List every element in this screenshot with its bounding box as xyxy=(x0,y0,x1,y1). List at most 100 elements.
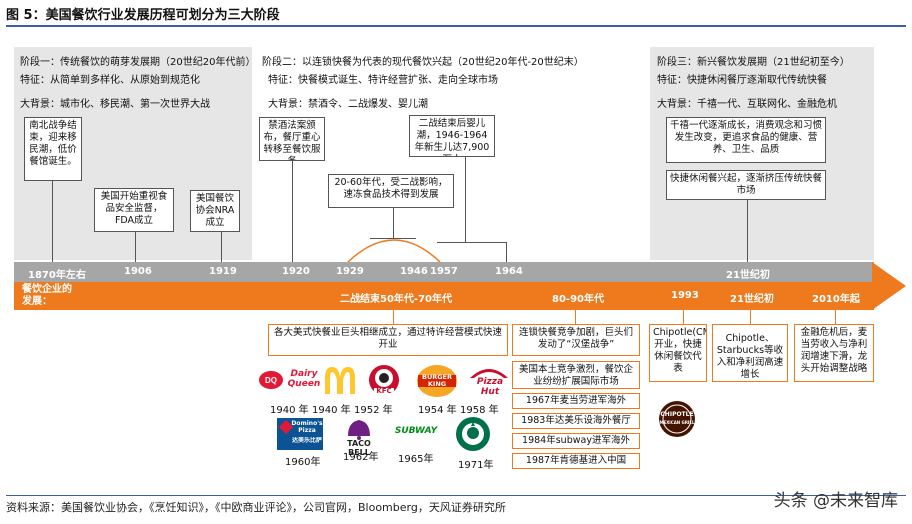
period-21c: 21世纪初 xyxy=(730,294,774,305)
event-international: 美国本土竞争激烈，餐饮企业纷纷扩展国际市场 xyxy=(512,361,640,389)
taco-bell-wordmark: TACO BELL xyxy=(347,439,371,457)
logo-year-dq: 1940 年 xyxy=(270,405,309,416)
event-chipotle-open: Chipotle(CMG)开业，快捷休闲餐饮代表 xyxy=(649,324,707,382)
logo-burger-king: BURGER KING xyxy=(416,364,458,398)
year-1957: 1957 xyxy=(430,266,458,277)
event-nra: 美国餐饮协会NRA成立 xyxy=(190,190,240,232)
event-growth: Chipotle、Starbucks等收入和净利润高速增长 xyxy=(712,324,788,382)
period-2010: 2010年起 xyxy=(812,294,860,305)
connector-21c xyxy=(747,198,748,262)
logo-year-bk: 1954 年 xyxy=(418,405,457,416)
event-frozen-food: 20-60年代，受二战影响，速冻食品技术得到发展 xyxy=(328,174,454,208)
burger-king-bun-icon xyxy=(417,365,457,397)
event-millennials: 千禧一代逐渐成长，消费观念和习惯发生改变，更追求食品的健康、营养、卫生、品质 xyxy=(666,117,826,163)
logo-year-tacobell: 1962年 xyxy=(343,452,379,463)
footer-rule xyxy=(6,495,906,496)
event-fastfood-giants: 各大美式快餐业巨头相继成立，通过特许经营模式快速开业 xyxy=(268,324,508,356)
chipotle-seal-icon xyxy=(659,401,695,437)
kfc-wordmark: KFC xyxy=(376,387,392,395)
logo-mcdonalds xyxy=(322,364,358,396)
kfc-colonel-icon xyxy=(369,365,399,396)
event-baby-boom: 二战结束后婴儿潮，1946-1964年新生儿达7,900万人 xyxy=(409,115,495,157)
event-crisis: 金融危机后，麦当劳收入与净利润增速下滑，龙头开始调整战略 xyxy=(794,324,874,382)
chipotle-subtitle: MEXICAN GRILL xyxy=(659,420,695,425)
svg-text:DQ: DQ xyxy=(265,376,277,385)
era1-feature: 特征：从简单到多样化、从原始到规范化 xyxy=(20,75,200,86)
event-fda: 美国开始重视食品安全监督，FDA成立 xyxy=(94,188,174,232)
burger-king-wordmark: BURGER KING xyxy=(421,374,453,388)
era1-background-text: 大背景：城市化、移民潮、第一次世界大战 xyxy=(20,99,210,110)
lower-band-label: 餐饮企业的发展： xyxy=(22,284,72,307)
logo-starbucks xyxy=(455,416,491,452)
logo-year-mcd: 1940 年 xyxy=(312,405,351,416)
figure-title: 图 5：美国餐饮行业发展历程可划分为三大阶段 xyxy=(6,8,280,23)
subway-wordmark: SUBWAY xyxy=(394,426,438,436)
source-note: 资料来源：美国餐饮业协会，《烹饪知识》，《中欧商业评论》，公司官网，Bloomb… xyxy=(6,501,506,514)
era1-name: 阶段一：传统餐饮的萌芽发展期（20世纪20年代前） xyxy=(20,57,256,68)
taco-bell-bell-icon xyxy=(348,420,370,440)
logo-taco-bell: TACO BELL xyxy=(336,418,382,457)
event-mcd-overseas: 1967年麦当劳进军海外 xyxy=(512,393,640,409)
oconnector-8090 xyxy=(575,310,576,324)
year-1946: 1946 xyxy=(400,266,428,277)
pizza-hut-wordmark: Pizza Hut xyxy=(476,377,504,397)
event-kfc-china: 1987年肯德基进入中国 xyxy=(512,453,640,469)
event-fast-casual: 快捷休闲餐兴起，逐渐挤压传统快餐市场 xyxy=(666,170,826,200)
connector-1920 xyxy=(292,160,293,262)
logo-year-ph: 1958 年 xyxy=(460,405,499,416)
title-rule xyxy=(6,25,906,27)
pizza-hut-roof-icon xyxy=(470,369,508,378)
logo-dominos: Domino's Pizza 达美乐比萨 xyxy=(277,418,323,450)
era2-header: 阶段二：以连锁快餐为代表的现代餐饮兴起（20世纪20年代-20世纪末） 特征：快… xyxy=(262,55,584,112)
event-dominos-overseas: 1983年达美乐设海外餐厅 xyxy=(512,413,640,429)
period-8090: 80-90年代 xyxy=(552,294,604,305)
connector-baby-h xyxy=(437,242,507,243)
dominos-wordmark: Domino's Pizza xyxy=(291,420,323,434)
dairy-queen-mark: DQ xyxy=(259,371,283,389)
logo-dairy-queen: DQ Dairy Queen xyxy=(258,364,320,396)
oconnector-postwar xyxy=(393,310,394,324)
chipotle-wordmark: CHIPOTLE xyxy=(660,411,694,418)
wwii-arc xyxy=(347,239,441,263)
logo-year-kfc: 1952 年 xyxy=(354,405,393,416)
logo-year-subway: 1965年 xyxy=(398,454,434,465)
year-1964: 1964 xyxy=(495,266,523,277)
year-1919: 1919 xyxy=(209,266,237,277)
starbucks-siren-icon xyxy=(456,417,490,451)
event-subway-overseas: 1984年subway进军海外 xyxy=(512,433,640,449)
logo-year-dominos: 1960年 xyxy=(285,457,321,468)
connector-2060-h xyxy=(370,238,416,239)
year-1870: 1870年左右 xyxy=(28,270,86,281)
connector-1870 xyxy=(52,180,53,262)
logo-pizza-hut: Pizza Hut xyxy=(466,364,512,398)
mcdonalds-arches-icon xyxy=(325,367,355,394)
watermark: 头条 @未来智库 xyxy=(773,491,898,511)
dominos-chinese-name: 达美乐比萨 xyxy=(291,437,322,444)
period-1993: 1993 xyxy=(671,290,699,301)
dairy-queen-wordmark: Dairy Queen xyxy=(287,369,321,389)
oconnector-1993 xyxy=(683,310,684,324)
connector-1919 xyxy=(221,232,222,262)
era2-name: 阶段二：以连锁快餐为代表的现代餐饮兴起（20世纪20年代-20世纪末） xyxy=(262,57,584,68)
connector-1964 xyxy=(506,242,507,262)
event-burger-war: 连锁快餐竞争加剧，巨头们发动了“汉堡战争” xyxy=(512,324,640,356)
logo-year-starbucks: 1971年 xyxy=(458,460,494,471)
event-prohibition: 禁酒法案颁布，餐厅重心转移至餐饮服务 xyxy=(259,117,325,161)
logo-kfc: KFC xyxy=(364,364,404,398)
connector-1906 xyxy=(135,232,136,262)
period-postwar: 二战结束50年代-70年代 xyxy=(340,294,452,305)
connector-baby xyxy=(465,157,466,242)
year-21c: 21世纪初 xyxy=(726,270,770,281)
dominos-domino-icon xyxy=(277,418,323,450)
logo-subway: SUBWAY xyxy=(394,424,438,442)
event-civil-war: 南北战争结束，迎来移民潮，低价餐馆诞生。 xyxy=(24,117,82,181)
era3-name: 阶段三：新兴餐饮发展期（21世纪初至今） xyxy=(657,57,850,68)
era3-feature: 特征：快捷休闲餐厅逐渐取代传统快餐 xyxy=(657,75,827,86)
timeline-arrowhead xyxy=(872,262,906,310)
era3-header: 阶段三：新兴餐饮发展期（21世纪初至今） 特征：快捷休闲餐厅逐渐取代传统快餐 大… xyxy=(657,55,850,112)
era3-background-text: 大背景：千禧一代、互联网化、金融危机 xyxy=(657,99,837,110)
oconnector-2010 xyxy=(835,310,836,324)
era2-feature: 特征：快餐模式诞生、特许经营扩张、走向全球市场 xyxy=(268,75,498,86)
connector-2060 xyxy=(393,208,394,238)
year-1929: 1929 xyxy=(336,266,364,277)
